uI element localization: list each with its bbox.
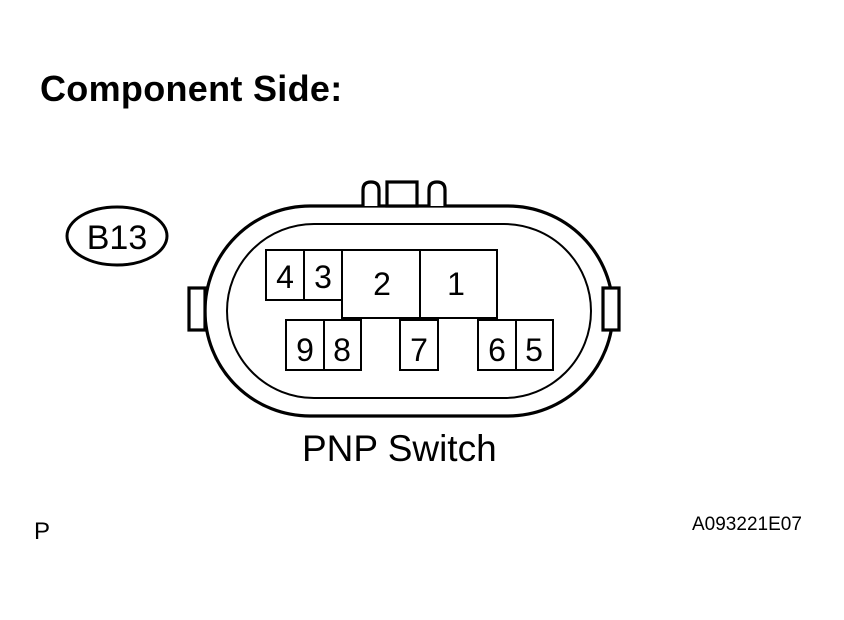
pin-9-label: 9 [296, 332, 314, 368]
connector-housing [187, 180, 621, 418]
figure-id: A093221E07 [692, 514, 802, 535]
pin-1-label: 1 [447, 266, 465, 302]
pin-7-cavity [399, 319, 439, 371]
diagram-title: Component Side: [40, 68, 343, 109]
pin-8-cavity [323, 319, 362, 371]
connector-name: PNP Switch [302, 428, 497, 469]
pin-1-cavity [419, 249, 498, 319]
pin-8-label: 8 [333, 332, 351, 368]
pin-4-label: 4 [276, 259, 294, 295]
section-mark: P [34, 518, 51, 545]
connector-code-text: B13 [87, 219, 148, 257]
pin-5-cavity [515, 319, 554, 371]
pin-6-label: 6 [488, 332, 506, 368]
pin-2-label: 2 [373, 266, 391, 302]
pin-5-label: 5 [525, 332, 543, 368]
connector-code-label: B13 [65, 205, 169, 267]
pin-3-label: 3 [314, 259, 332, 295]
pin-7-label: 7 [410, 332, 428, 368]
pin-cavities [265, 249, 554, 371]
